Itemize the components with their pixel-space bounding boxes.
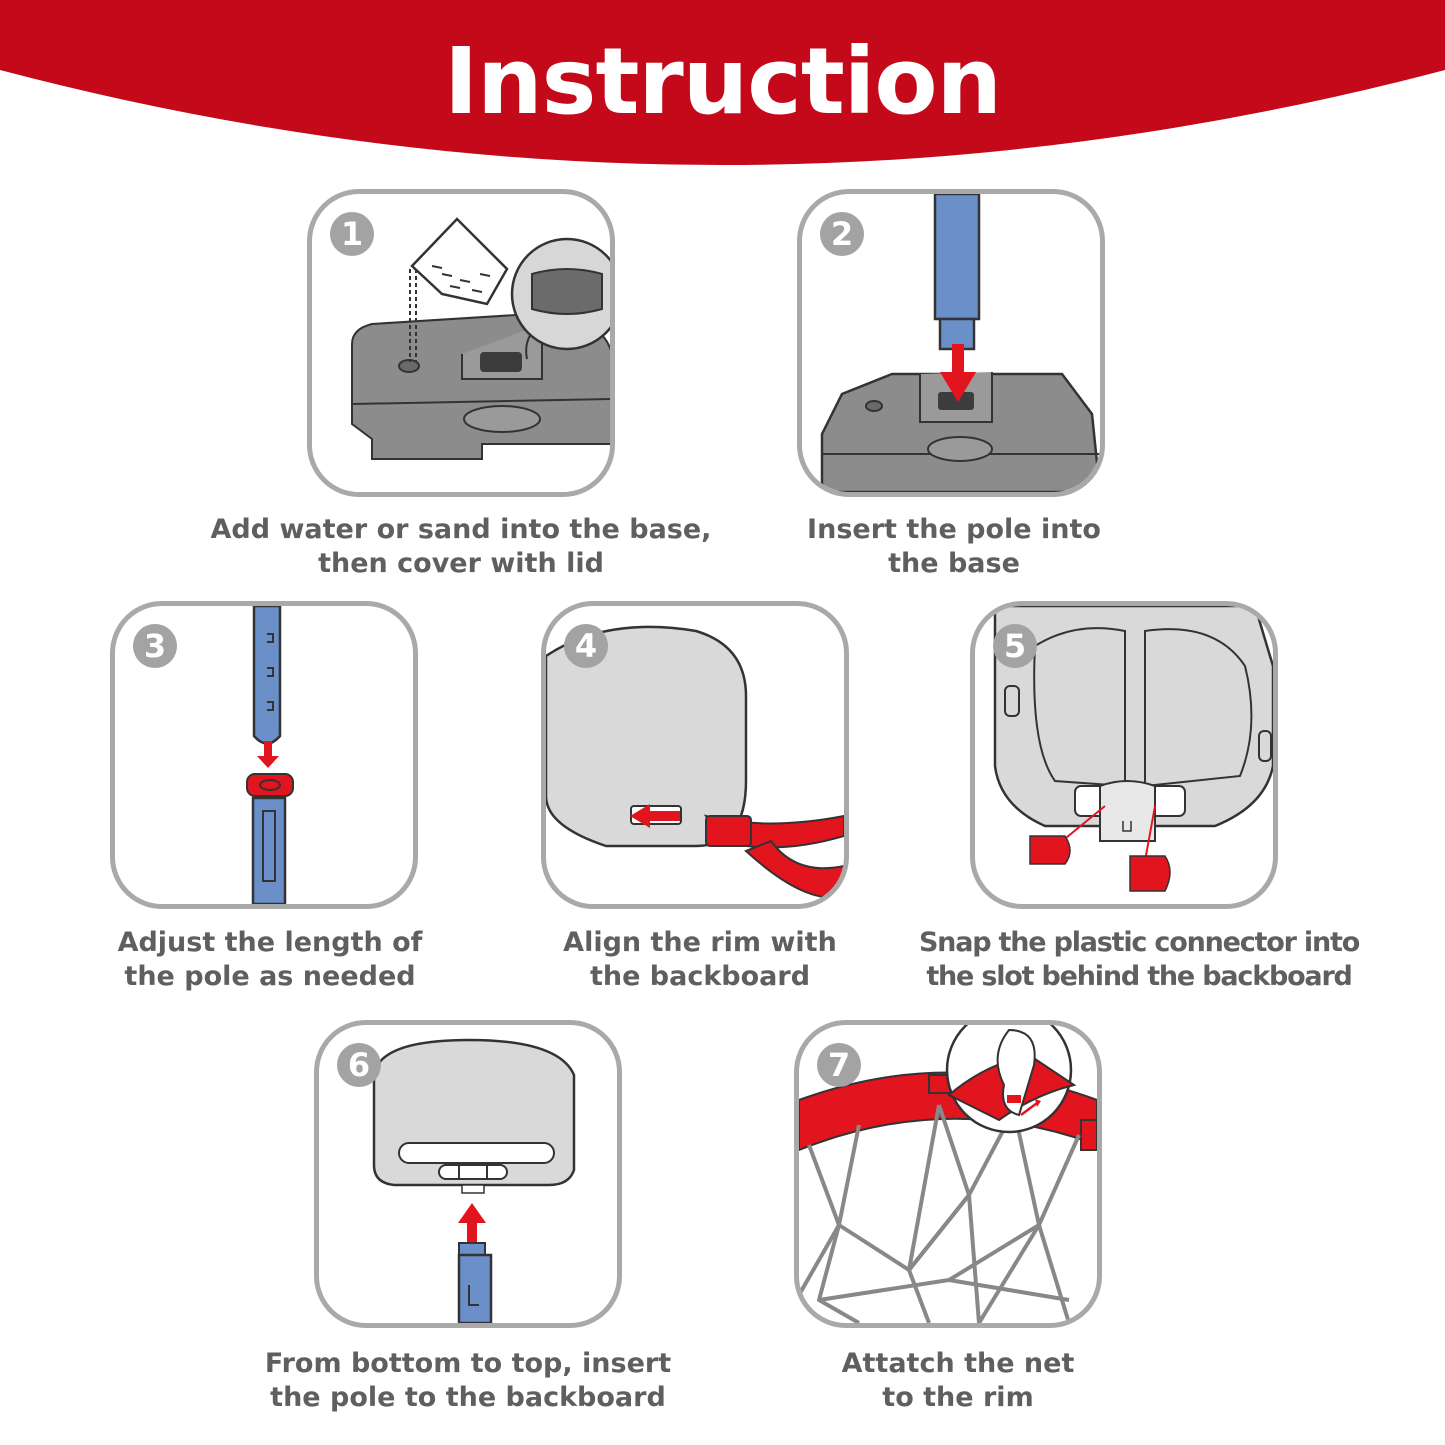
net-to-rim-icon <box>799 1025 1097 1323</box>
step-7-number: 7 <box>817 1043 861 1087</box>
step-2-caption-line-1: Insert the pole into <box>807 514 1101 545</box>
step-5-caption-line-1: Snap the plastic connector into <box>918 927 1360 958</box>
step-4-caption: Align the rim with the backboard <box>440 926 960 994</box>
step-6-caption: From bottom to top, insert the pole to t… <box>208 1347 728 1415</box>
step-1-panel: 1 <box>307 189 615 497</box>
pole-to-backboard-icon <box>372 1038 576 1323</box>
water-bucket-base-icon <box>351 217 610 460</box>
step-4-caption-line-1: Align the rim with <box>563 927 837 958</box>
step-5-panel: 5 <box>970 601 1278 909</box>
pole-into-base-icon <box>820 194 1100 492</box>
rim-backboard-icon <box>546 625 844 899</box>
step-2-panel: 2 <box>797 189 1105 497</box>
step-4-panel: 4 <box>541 601 849 909</box>
step-3-panel: 3 <box>110 601 418 909</box>
step-5-caption: Snap the plastic connector into the slot… <box>879 926 1399 994</box>
step-4-number: 4 <box>564 624 608 668</box>
step-1-caption: Add water or sand into the base, then co… <box>201 513 721 581</box>
step-6-caption-line-1: From bottom to top, insert <box>264 1348 672 1379</box>
step-2-number: 2 <box>820 212 864 256</box>
step-5-number: 5 <box>993 624 1037 668</box>
step-6-number: 6 <box>337 1043 381 1087</box>
step-3-caption-line-1: Adjust the length of <box>117 927 423 958</box>
step-1-number: 1 <box>330 212 374 256</box>
step-7-caption-line-1: Attatch the net <box>841 1348 1075 1379</box>
step-1-caption-line-1: Add water or sand into the base, <box>210 514 712 545</box>
step-7-caption-line-2: to the rim <box>882 1382 1034 1413</box>
step-1-caption-line-2: then cover with lid <box>318 548 604 579</box>
step-7-panel: 7 <box>794 1020 1102 1328</box>
step-3-number: 3 <box>133 624 177 668</box>
adjust-pole-icon <box>246 606 294 904</box>
step-7-caption: Attatch the net to the rim <box>698 1347 1218 1415</box>
connector-snap-icon <box>993 606 1273 892</box>
step-6-caption-line-2: the pole to the backboard <box>270 1382 666 1413</box>
step-4-caption-line-2: the backboard <box>589 961 811 992</box>
step-2-caption-line-2: the base <box>888 548 1020 579</box>
step-5-caption-line-2: the slot behind the backboard <box>926 961 1353 992</box>
step-3-caption: Adjust the length of the pole as needed <box>10 926 530 994</box>
step-3-caption-line-2: the pole as needed <box>124 961 416 992</box>
step-6-panel: 6 <box>314 1020 622 1328</box>
step-2-caption: Insert the pole into the base <box>694 513 1214 581</box>
page-title: Instruction <box>443 28 1002 135</box>
header-banner <box>0 0 1445 165</box>
